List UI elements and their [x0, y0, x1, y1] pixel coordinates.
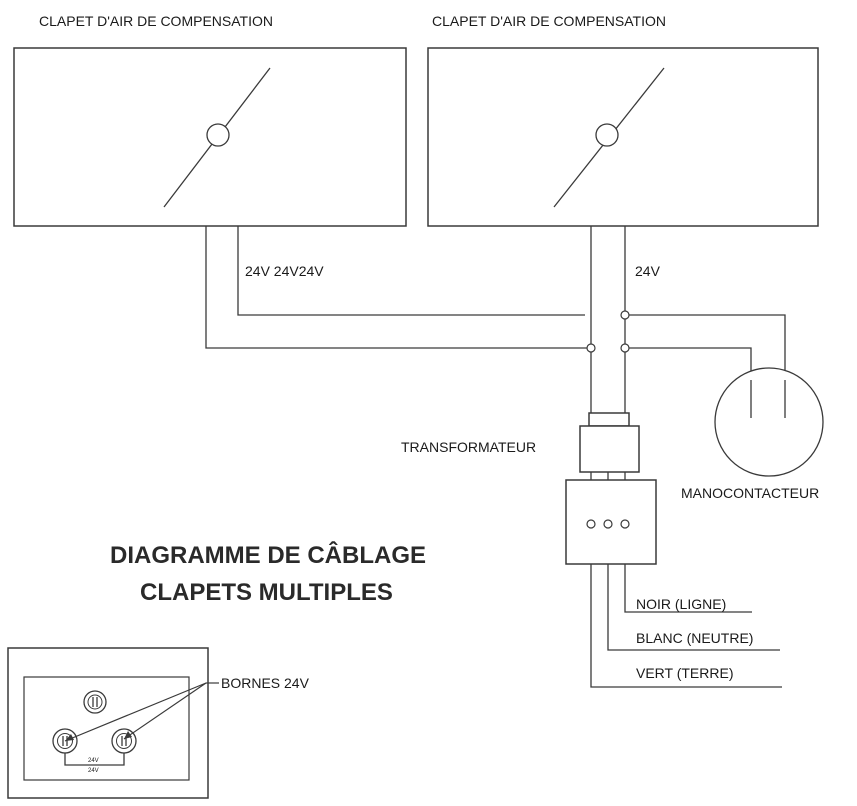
- wiring: [205, 226, 786, 688]
- right-damper-voltage-label: 24V: [635, 263, 661, 279]
- left-damper-voltage-label: 24V 24V24V: [245, 263, 324, 279]
- damper-right-box: [427, 47, 819, 227]
- wire-label-blanc: BLANC (NEUTRE): [636, 630, 753, 646]
- bornes-label: BORNES 24V: [221, 675, 310, 691]
- diagram-title-line2: CLAPETS MULTIPLES: [140, 579, 393, 606]
- wire-left-outer: [205, 226, 591, 349]
- wire-left-inner-with-crossover: [237, 226, 585, 316]
- transformer: [565, 412, 657, 565]
- damper-left: [13, 47, 407, 227]
- box-terminal-icon: [620, 519, 630, 529]
- diagram-title-line1: DIAGRAMME DE CÂBLAGE: [110, 541, 426, 569]
- terminal-icon: [586, 343, 596, 353]
- terminal-tiny-label: 24V: [88, 758, 99, 764]
- terminal-tiny-label: 24V: [88, 768, 99, 774]
- damper-right-pivot-icon: [595, 123, 619, 147]
- junction-terminals: [586, 310, 630, 353]
- transformer-top: [588, 412, 630, 427]
- inset-plate: [23, 676, 190, 781]
- damper-right: [427, 47, 819, 227]
- terminal-icon: [620, 310, 630, 320]
- screw-head: [87, 694, 103, 710]
- damper-left-label: CLAPET D'AIR DE COMPENSATION: [39, 13, 273, 29]
- terminal-bracket: [64, 753, 125, 766]
- box-terminal-icon: [603, 519, 613, 529]
- box-terminal-icon: [586, 519, 596, 529]
- wire-label-vert: VERT (TERRE): [636, 665, 734, 681]
- callout-pointer: [123, 682, 207, 740]
- transformer-label: TRANSFORMATEUR: [401, 439, 536, 455]
- damper-left-pivot-icon: [206, 123, 230, 147]
- pressure-switch-icon: [714, 367, 824, 477]
- terminal-board-inset: 24V 24V: [7, 647, 219, 799]
- wire-label-noir: NOIR (LIGNE): [636, 596, 726, 612]
- callout-pointer: [64, 682, 207, 742]
- pressure-switch-label: MANOCONTACTEUR: [681, 485, 819, 501]
- callout-arrow-icon: [65, 734, 74, 741]
- damper-right-label: CLAPET D'AIR DE COMPENSATION: [432, 13, 666, 29]
- callout-arrow-icon: [124, 731, 132, 739]
- transformer-body: [579, 425, 640, 473]
- terminal-icon: [620, 343, 630, 353]
